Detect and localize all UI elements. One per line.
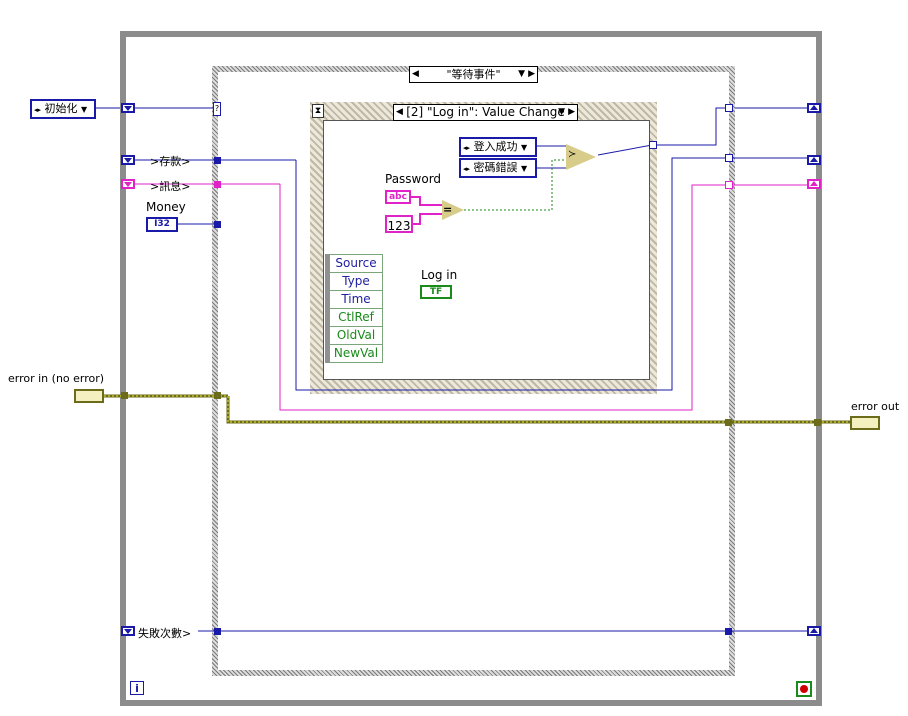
shift-register-left-message[interactable] <box>121 179 135 189</box>
error-out-terminal[interactable] <box>850 416 880 430</box>
tunnel-message-in[interactable] <box>214 181 221 188</box>
while-loop-right <box>816 31 822 706</box>
stop-dot-icon <box>800 685 808 693</box>
inner-event-label: [2] "Log in": Value Change <box>406 105 565 119</box>
tunnel-failures-out[interactable] <box>725 628 732 635</box>
failures-label: 失敗次數> <box>138 627 192 640</box>
success-enum-label: 登入成功 <box>473 140 518 153</box>
equal-function-icon[interactable] <box>442 200 464 220</box>
tunnel-error-out-event[interactable] <box>725 419 732 426</box>
message-label: >訊息> <box>150 180 191 193</box>
shift-register-right-deposit[interactable] <box>807 155 821 165</box>
event-data-newval[interactable]: NewVal <box>329 344 383 363</box>
login-terminal[interactable]: TF <box>420 285 452 299</box>
error-in-label: error in (no error) <box>8 372 105 385</box>
tunnel-error-out-loop[interactable] <box>814 419 821 426</box>
deposit-label: >存款> <box>150 155 191 168</box>
select-function-glyph: ≻ <box>568 149 577 160</box>
hourglass-icon[interactable]: ⧗ <box>312 104 324 118</box>
next-inner-case-icon[interactable]: ▶ <box>568 107 575 117</box>
event-data-type[interactable]: Type <box>329 272 383 290</box>
select-function-icon[interactable] <box>566 144 596 170</box>
event-case-selector[interactable]: ◀ "等待事件" ▼ ▶ <box>409 66 538 83</box>
while-loop-top <box>120 31 822 37</box>
enum-dropdown-icon[interactable]: ▼ <box>521 164 528 173</box>
next-case-icon[interactable]: ▶ <box>528 69 535 79</box>
while-loop-left <box>120 31 126 706</box>
money-terminal[interactable]: I32 <box>146 217 178 232</box>
money-label: Money <box>146 200 186 214</box>
wrong-password-enum-label: 密碼錯誤 <box>473 161 518 174</box>
enum-arrows-icon: ◂▸ <box>34 106 42 114</box>
password-terminal[interactable]: abc <box>385 190 411 204</box>
timeout-terminal[interactable]: ? <box>213 102 221 116</box>
event-data-node[interactable]: Source Type Time CtlRef OldVal NewVal <box>325 254 383 363</box>
tunnel-failures-in[interactable] <box>214 628 221 635</box>
shift-register-left-init[interactable] <box>121 103 135 113</box>
while-loop-bottom <box>120 700 822 706</box>
enum-dropdown-icon[interactable]: ▼ <box>521 143 528 152</box>
iteration-terminal-icon[interactable]: i <box>130 681 144 695</box>
tunnel-money-in[interactable] <box>214 221 221 228</box>
tunnel-deposit-in[interactable] <box>214 157 221 164</box>
init-enum-label: 初始化 <box>44 102 78 115</box>
equal-symbol: = <box>443 203 453 216</box>
shift-register-right-failures[interactable] <box>807 626 821 636</box>
shift-register-right-message[interactable] <box>807 179 821 189</box>
wrong-password-enum-constant[interactable]: ◂▸ 密碼錯誤 ▼ <box>459 158 537 178</box>
tunnel-select-out[interactable] <box>649 141 657 149</box>
shift-register-right-init[interactable] <box>807 103 821 113</box>
enum-dropdown-icon[interactable]: ▼ <box>81 105 88 114</box>
inner-dropdown-icon[interactable]: ▼ <box>558 107 565 117</box>
password-constant[interactable]: 123 <box>385 215 413 233</box>
prev-inner-case-icon[interactable]: ◀ <box>396 107 403 117</box>
login-label: Log in <box>421 268 458 282</box>
shift-register-left-deposit[interactable] <box>121 155 135 165</box>
enum-arrows-icon: ◂▸ <box>463 144 471 152</box>
event-data-oldval[interactable]: OldVal <box>329 326 383 344</box>
error-in-terminal[interactable] <box>74 389 104 403</box>
event-data-source[interactable]: Source <box>329 254 383 272</box>
success-enum-constant[interactable]: ◂▸ 登入成功 ▼ <box>459 137 537 157</box>
stop-terminal-icon[interactable] <box>796 681 812 697</box>
password-label: Password <box>385 172 442 186</box>
tunnel-error-left[interactable] <box>121 392 128 399</box>
tunnel-error-event[interactable] <box>214 392 221 399</box>
enum-arrows-icon: ◂▸ <box>463 165 471 173</box>
tunnel-message-out[interactable] <box>725 181 733 189</box>
tunnel-deposit-out[interactable] <box>725 154 733 162</box>
tunnel-init-out[interactable] <box>725 104 733 112</box>
case-dropdown-icon[interactable]: ▼ <box>518 69 525 79</box>
prev-case-icon[interactable]: ◀ <box>412 69 419 79</box>
init-enum-constant[interactable]: ◂▸ 初始化 ▼ <box>30 99 96 119</box>
event-data-ctlref[interactable]: CtlRef <box>329 308 383 326</box>
shift-register-left-failures[interactable] <box>121 626 135 636</box>
error-out-label: error out <box>851 400 900 413</box>
event-case-label: "等待事件" <box>446 68 501 81</box>
event-data-time[interactable]: Time <box>329 290 383 308</box>
inner-event-selector[interactable]: ◀ [2] "Log in": Value Change ▼ ▶ <box>393 104 578 121</box>
